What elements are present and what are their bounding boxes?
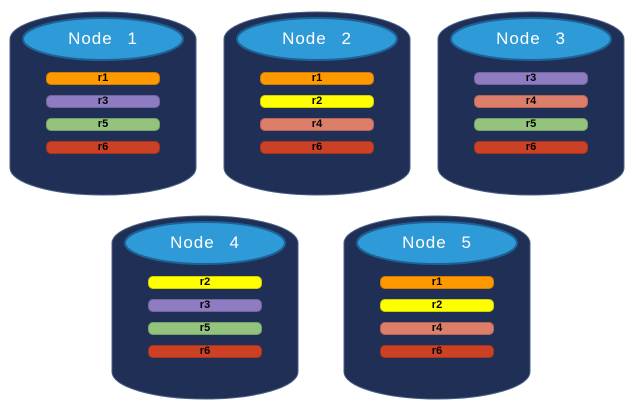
replica-bar: r1 [380, 276, 494, 289]
replica-bar: r6 [148, 345, 262, 358]
db-node-4: Node 4 r2 r3 r5 r6 [110, 214, 300, 402]
node-title: Node 3 [496, 29, 566, 48]
replica-bar: r1 [260, 72, 374, 85]
replica-label: r6 [97, 141, 109, 153]
replica-label: r5 [97, 118, 109, 130]
cylinder-top [450, 17, 612, 61]
replica-bar: r6 [380, 345, 494, 358]
replica-list: r3 r4 r5 r6 [474, 72, 588, 154]
node-title: Node 1 [68, 29, 138, 48]
replica-label: r4 [431, 322, 443, 334]
replica-bar: r6 [46, 141, 160, 154]
replica-bar: r5 [474, 118, 588, 131]
replica-label: r3 [525, 72, 537, 84]
replica-label: r2 [431, 299, 443, 311]
replica-label: r2 [311, 95, 323, 107]
replica-bar: r4 [380, 322, 494, 335]
replica-list: r1 r3 r5 r6 [46, 72, 160, 154]
replica-label: r1 [97, 72, 109, 84]
replica-bar: r6 [260, 141, 374, 154]
replica-bar: r4 [260, 118, 374, 131]
replica-label: r3 [97, 95, 109, 107]
node-title: Node 4 [170, 233, 240, 252]
replica-bar: r3 [148, 299, 262, 312]
replica-bar: r6 [474, 141, 588, 154]
db-node-1: Node 1 r1 r3 r5 r6 [8, 10, 198, 198]
replica-label: r1 [431, 276, 443, 288]
node-title: Node 5 [402, 233, 472, 252]
replica-label: r6 [525, 141, 537, 153]
cylinder-top [236, 17, 398, 61]
replica-bar: r5 [46, 118, 160, 131]
replica-label: r2 [199, 276, 211, 288]
replica-label: r6 [431, 345, 443, 357]
replica-bar: r2 [260, 95, 374, 108]
replica-label: r1 [311, 72, 323, 84]
replica-bar: r2 [148, 276, 262, 289]
replica-label: r5 [199, 322, 211, 334]
replica-bar: r4 [474, 95, 588, 108]
replica-list: r1 r2 r4 r6 [260, 72, 374, 154]
replica-bar: r3 [46, 95, 160, 108]
db-node-5: Node 5 r1 r2 r4 r6 [342, 214, 532, 402]
replica-label: r4 [311, 118, 323, 130]
replica-bar: r1 [46, 72, 160, 85]
replica-label: r6 [311, 141, 323, 153]
replica-label: r5 [525, 118, 537, 130]
db-node-3: Node 3 r3 r4 r5 r6 [436, 10, 626, 198]
cylinder-top [22, 17, 184, 61]
replica-bar: r3 [474, 72, 588, 85]
cylinder-top [124, 221, 286, 265]
node-title: Node 2 [282, 29, 352, 48]
cylinder-top [356, 221, 518, 265]
replica-list: r2 r3 r5 r6 [148, 276, 262, 358]
db-node-2: Node 2 r1 r2 r4 r6 [222, 10, 412, 198]
replica-label: r6 [199, 345, 211, 357]
replica-label: r3 [199, 299, 211, 311]
replica-bar: r5 [148, 322, 262, 335]
replica-bar: r2 [380, 299, 494, 312]
replica-list: r1 r2 r4 r6 [380, 276, 494, 358]
replica-label: r4 [525, 95, 537, 107]
